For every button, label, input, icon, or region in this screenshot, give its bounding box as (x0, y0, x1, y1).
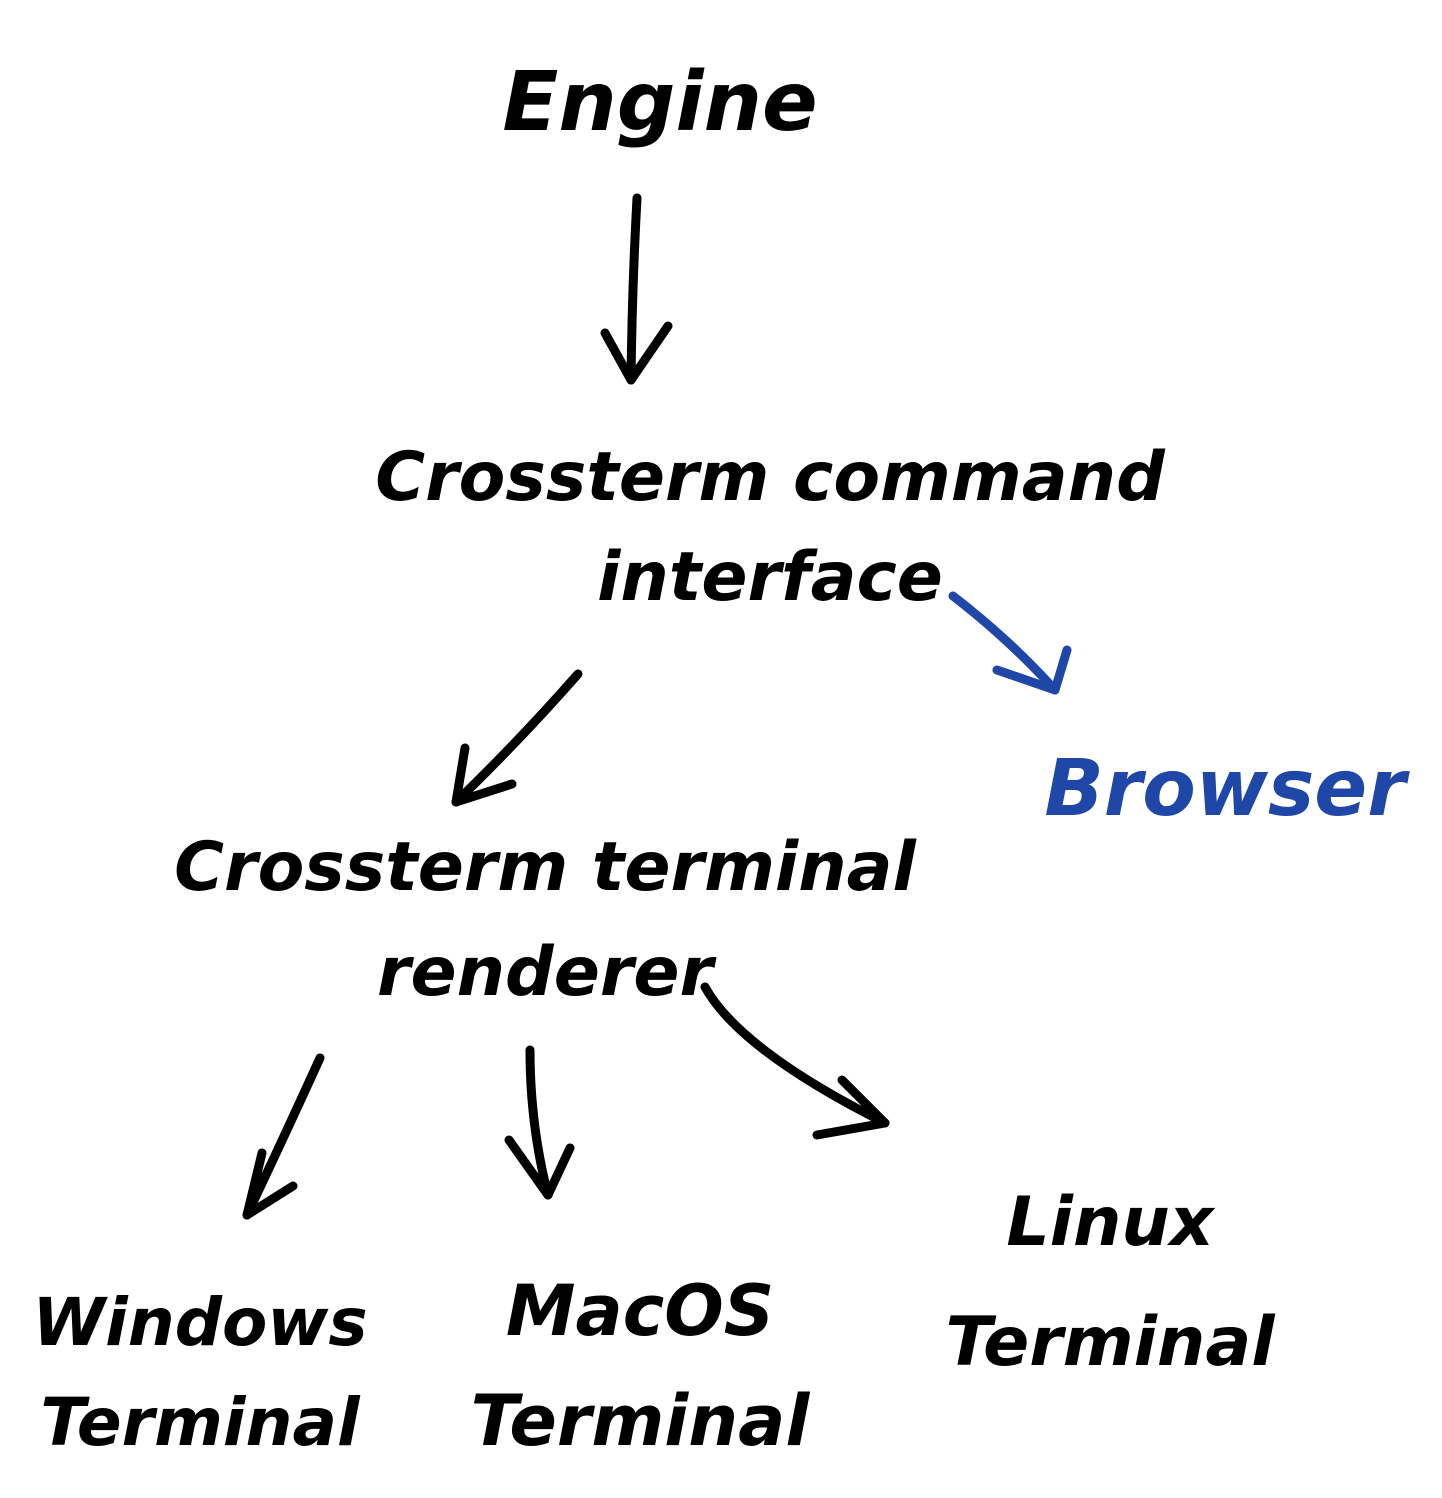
node-label-line: Crossterm terminal (174, 828, 917, 907)
node-browser: Browser (1044, 744, 1410, 834)
edge-terminal-renderer-to-windows-terminal (242, 1053, 325, 1220)
edge-command-interface-to-terminal-renderer (451, 669, 583, 807)
edge-terminal-renderer-to-linux-terminal (700, 982, 890, 1140)
arrowhead-icon (992, 645, 1072, 695)
arrow-line (525, 1045, 553, 1200)
arrowhead-icon (242, 1148, 298, 1220)
node-label-line: interface (597, 538, 943, 617)
node-terminal-renderer: Crossterm terminal renderer (174, 828, 917, 1012)
arrowhead-icon (451, 743, 517, 807)
edge-engine-to-command-interface (600, 193, 673, 385)
arrowhead-icon (504, 1135, 575, 1200)
node-label-line: Browser (1044, 744, 1410, 834)
node-command-interface: Crossterm command interface (375, 438, 1166, 617)
node-label-line: Engine (502, 55, 817, 150)
arrowhead-icon (812, 1075, 890, 1140)
arrowhead-icon (600, 321, 673, 385)
node-label-line: Crossterm command (375, 438, 1166, 517)
edge-command-interface-to-browser (948, 591, 1072, 695)
arrow-line (626, 193, 642, 385)
node-label-line: Terminal (471, 1380, 811, 1462)
arrow-line (451, 669, 583, 807)
edges-layer (242, 193, 1072, 1220)
node-label-line: Terminal (945, 1303, 1276, 1382)
node-macos-terminal: MacOS Terminal (471, 1270, 811, 1462)
node-engine: Engine (502, 55, 817, 150)
node-label-line: MacOS (506, 1270, 774, 1352)
node-label-line: renderer (377, 933, 718, 1012)
arrow-line (948, 591, 1060, 695)
node-label-line: Terminal (40, 1384, 361, 1461)
node-label-line: Windows (32, 1284, 367, 1361)
node-label-line: Linux (1006, 1183, 1215, 1262)
edge-terminal-renderer-to-macos-terminal (504, 1045, 575, 1200)
arrow-line (700, 982, 890, 1128)
